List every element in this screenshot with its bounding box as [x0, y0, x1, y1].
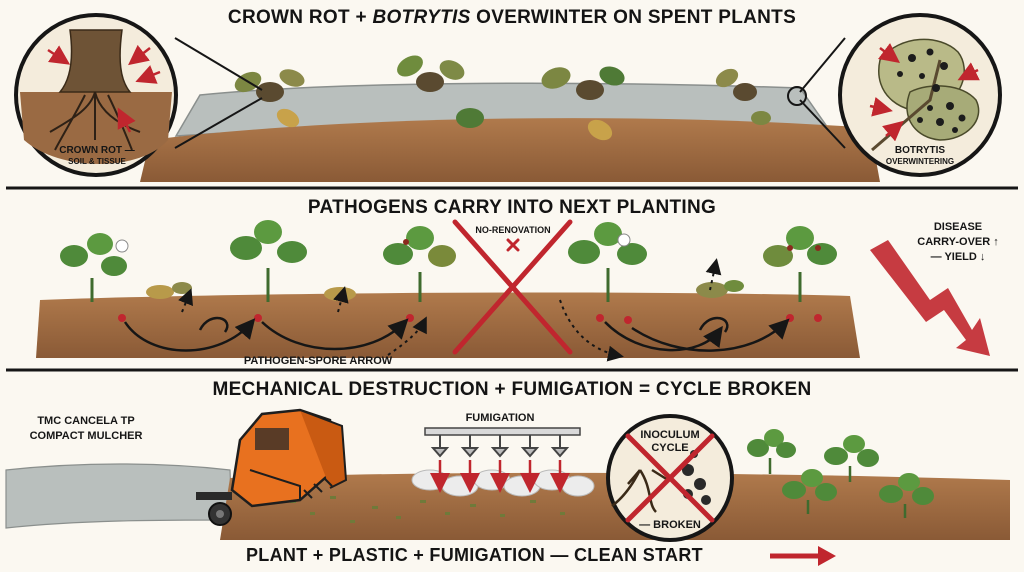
clean-start-caption: PLANT + PLASTIC + FUMIGATION — CLEAN STA… [246, 545, 703, 565]
clean-start-arrow [770, 546, 836, 566]
carry-over-label: CARRY-OVER ↑ [917, 236, 999, 248]
disease-label: DISEASE [934, 221, 982, 233]
botrytis-inset [838, 13, 1002, 177]
soil-bed [140, 118, 880, 182]
no-renovation-x [452, 219, 573, 355]
yield-label: — YIELD ↓ [931, 251, 986, 263]
botrytis-sublabel: OVERWINTERING [886, 157, 954, 166]
dead-strawberry-plant [715, 68, 771, 125]
strawberry-plant [383, 226, 456, 302]
no-renovation-label: NO-RENOVATION [475, 225, 550, 235]
machine-label: TMC CANCELA TP [37, 415, 134, 427]
dead-strawberry-plant [324, 287, 356, 301]
yield-decline-arrow [870, 240, 990, 356]
panel2-scene [36, 219, 990, 362]
compact-mulcher [196, 408, 348, 526]
machine-sublabel: COMPACT MULCHER [30, 430, 143, 442]
crown-rot-inset [14, 13, 178, 177]
strawberry-plant [747, 429, 796, 474]
botrytis-label: BOTRYTIS [895, 145, 946, 156]
strawberry-plant [568, 222, 647, 302]
panel1-title: CROWN ROT + BOTRYTIS OVERWINTER ON SPENT… [0, 7, 1024, 29]
dead-strawberry-plant [541, 66, 625, 141]
panel1-title-prefix: CROWN ROT + [227, 7, 373, 28]
soil-bed [36, 292, 860, 358]
dead-strawberry-plant [397, 55, 484, 128]
fumigation-label: FUMIGATION [466, 412, 535, 424]
panel1-scene [14, 13, 1002, 182]
strawberry-plant [782, 469, 837, 514]
panel2-title: PATHOGENS CARRY INTO NEXT PLANTING [307, 197, 717, 218]
inoculum-cycle-broken [606, 414, 734, 542]
inoculum-label: INOCULUM [640, 429, 699, 441]
crown-rot-label: CROWN ROT — [59, 145, 135, 156]
strawberry-plant [824, 435, 879, 482]
panel3-title: MECHANICAL DESTRUCTION + FUMIGATION = CY… [212, 379, 812, 400]
fumigation-rig [411, 427, 595, 497]
dead-strawberry-plant [696, 280, 744, 298]
panel1-title-emph: BOTRYTIS [372, 7, 471, 28]
cycle-label: CYCLE [651, 442, 688, 454]
strawberry-plant [763, 226, 837, 302]
broken-label: — BROKEN [639, 519, 701, 531]
strawberry-plant [879, 473, 934, 518]
pathogen-spore-arrow-label: PATHOGEN-SPORE ARROW [244, 355, 393, 367]
panel1-title-suffix: OVERWINTER ON SPENT PLANTS [470, 7, 797, 28]
strawberry-plant [230, 220, 307, 302]
crown-rot-sublabel: SOIL & TISSUE [68, 157, 126, 166]
strawberry-plant [60, 233, 129, 302]
panel3-scene [5, 408, 1010, 566]
